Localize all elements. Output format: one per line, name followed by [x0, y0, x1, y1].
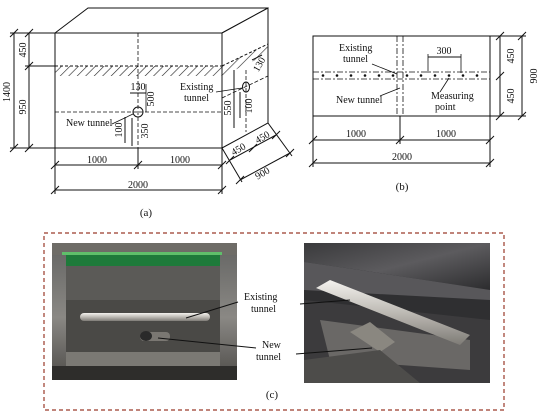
- photo-left: [52, 243, 237, 380]
- label-existing-c-2: tunnel: [251, 304, 276, 315]
- dim-bottom-1000-right: 1000: [436, 129, 456, 140]
- photo-frame-border: [43, 232, 505, 411]
- soil-hatch-side: [222, 44, 268, 76]
- caption-b: (b): [396, 181, 409, 193]
- label-measuring-1: Measuring: [431, 91, 474, 102]
- label-new-c-1: New: [262, 340, 282, 351]
- box-front-face: [54, 32, 223, 149]
- dim-width-total: 2000: [128, 180, 148, 191]
- label-new-tunnel-a: New tunnel: [66, 118, 113, 129]
- dim-height-total: 1400: [2, 82, 13, 102]
- dim-300: 300: [437, 46, 452, 57]
- dim-130-front: 130: [131, 82, 146, 93]
- soil-hatch-front: [55, 66, 222, 76]
- panel-a-text: 1400 450 950 1000 1000 2000 450 450 900 …: [2, 43, 272, 220]
- panel-b-text: 300 450 450 900 1000 1000 2000 Existing …: [336, 43, 540, 193]
- photo-right: [304, 243, 490, 383]
- dim-height-lower: 950: [18, 100, 29, 115]
- dim-width-left: 1000: [87, 155, 107, 166]
- dim-depth-a: 450: [230, 141, 248, 158]
- dim-depth-b: 450: [254, 129, 272, 146]
- label-existing-b-1: Existing: [339, 43, 372, 54]
- panel-c-labels: Existing tunnel New tunnel (c): [157, 292, 373, 401]
- label-existing-b-2: tunnel: [343, 54, 368, 65]
- dim-100-front: 100: [114, 123, 125, 138]
- label-measuring-2: point: [435, 102, 456, 113]
- dim-width-right: 1000: [170, 155, 190, 166]
- dim-depth-total: 900: [254, 165, 272, 182]
- label-existing-c-1: Existing: [244, 292, 277, 303]
- dim-500: 500: [146, 92, 157, 107]
- label-existing-a-2: tunnel: [184, 93, 209, 104]
- dim-side-100: 100: [244, 99, 255, 114]
- dim-350: 350: [140, 124, 151, 139]
- dim-right-450-top: 450: [506, 49, 517, 64]
- caption-c: (c): [266, 389, 279, 401]
- panel-a: [9, 7, 295, 195]
- label-new-tunnel-b: New tunnel: [336, 95, 383, 106]
- dim-side-550: 550: [223, 101, 234, 116]
- measuring-points: [321, 74, 479, 77]
- label-new-c-2: tunnel: [256, 352, 281, 363]
- panel-b: [308, 31, 527, 168]
- dim-bottom-1000-left: 1000: [346, 129, 366, 140]
- new-tunnel-circle-a: [132, 106, 144, 118]
- plan-rect: [312, 35, 491, 117]
- dim-right-900: 900: [529, 69, 540, 84]
- dim-height-top: 450: [18, 43, 29, 58]
- dim-right-450-bottom: 450: [506, 89, 517, 104]
- label-existing-a-1: Existing: [180, 82, 213, 93]
- caption-a: (a): [140, 207, 153, 219]
- dim-bottom-2000: 2000: [392, 152, 412, 163]
- box-side-face: [221, 7, 269, 149]
